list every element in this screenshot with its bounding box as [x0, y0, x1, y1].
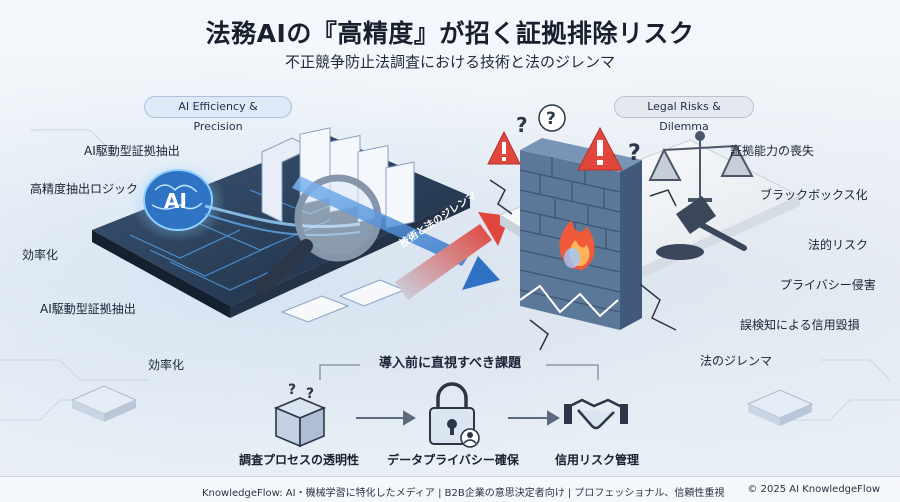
svg-text:?: ?: [628, 141, 641, 166]
section-title: 導入前に直視すべき課題: [378, 356, 522, 371]
right-label-privacy: プライバシー侵害: [780, 278, 876, 292]
footer-copyright: © 2025 AI KnowledgeFlow: [747, 484, 880, 495]
papers-pile: [280, 279, 406, 323]
left-label-efficiency-2: 効率化: [148, 358, 185, 372]
arrow-right-icon: [356, 410, 560, 426]
step-label-privacy: データプライバシー確保: [387, 453, 519, 467]
step-label-credit-risk: 信用リスク管理: [554, 453, 639, 467]
footer: KnowledgeFlow: AI・機械学習に特化したメディア | B2B企業の…: [0, 476, 900, 502]
step-label-transparency: 調査プロセスの透明性: [238, 453, 359, 467]
svg-text:?: ?: [288, 382, 296, 398]
right-label-evidence-loss: 証拠能力の喪失: [730, 144, 815, 158]
chip-icon-right: [746, 389, 814, 426]
connectors: [319, 364, 599, 380]
cracks: [489, 179, 677, 351]
right-label-dilemma: 法のジレンマ: [700, 354, 773, 368]
right-label-false-positive: 誤検知による信用毀損: [740, 318, 860, 332]
svg-text:?: ?: [306, 386, 314, 402]
step-box-icon: ? ?: [273, 382, 327, 448]
left-label-extraction-2: AI駆動型証拠抽出: [40, 302, 136, 316]
ai-chip-text: AI: [164, 189, 187, 213]
left-panel-pill: AI Efficiency & Precision: [144, 96, 292, 133]
ai-brain-chip: [130, 162, 361, 242]
svg-text:?: ?: [546, 109, 556, 129]
handshake-icon: [564, 398, 628, 430]
gavel-icon: [656, 196, 747, 260]
left-label-logic: 高精度抽出ロジック: [30, 182, 139, 196]
scales-icon: [648, 131, 754, 202]
right-label-legal-risk: 法的リスク: [808, 238, 869, 252]
left-label-efficiency: 効率化: [22, 248, 59, 262]
warning-icon-left: [487, 130, 521, 165]
question-bubble-icon: ? ? ?: [516, 104, 641, 166]
circuit-traces: [0, 129, 900, 421]
right-label-blackbox: ブラックボックス化: [760, 188, 868, 202]
blue-arrow: [292, 176, 500, 290]
svg-text:?: ?: [516, 113, 528, 137]
right-panel-pill: Legal Risks & Dilemma: [614, 96, 754, 133]
page-title: 法務AIの『高精度』が招く証拠排除リスク: [205, 19, 695, 48]
warning-icon-right: [577, 126, 623, 171]
page-subtitle: 不正競争防止法調査における技術と法のジレンマ: [284, 53, 615, 71]
flame-icon: [559, 220, 595, 270]
chip-icon-left: [70, 385, 138, 422]
footer-text: KnowledgeFlow: AI・機械学習に特化したメディア | B2B企業の…: [202, 488, 725, 499]
left-label-extraction: AI駆動型証拠抽出: [84, 144, 180, 158]
padlock-icon: [429, 382, 480, 448]
